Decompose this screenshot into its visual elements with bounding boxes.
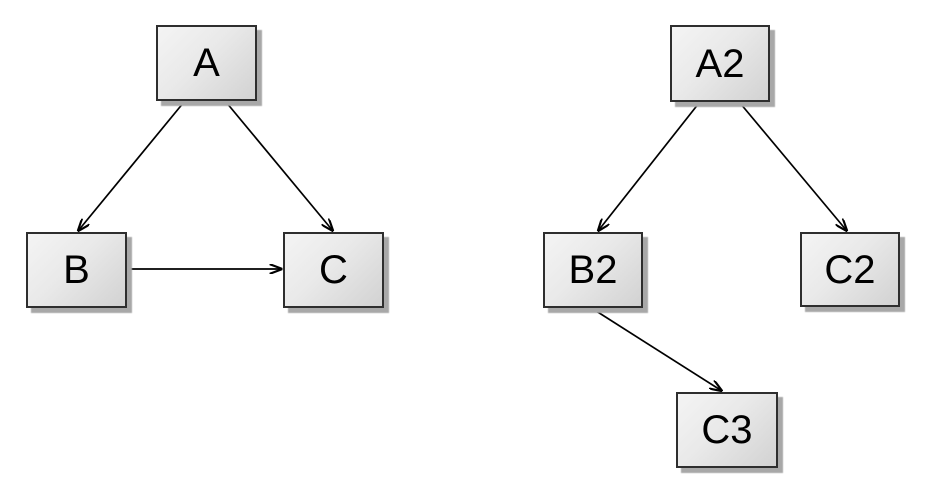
node-label: B <box>63 248 90 292</box>
node-C[interactable]: C <box>283 232 384 308</box>
node-label: A <box>193 41 220 85</box>
node-A2[interactable]: A2 <box>670 25 770 102</box>
node-label: B2 <box>568 248 618 292</box>
node-label: A2 <box>695 41 745 86</box>
edge-A2-B2[interactable] <box>598 102 700 231</box>
node-B[interactable]: B <box>26 232 127 308</box>
node-C2[interactable]: C2 <box>800 232 900 307</box>
node-label: C <box>319 248 348 292</box>
node-label: C3 <box>701 408 753 452</box>
node-B2[interactable]: B2 <box>543 232 643 308</box>
node-A[interactable]: A <box>156 25 257 101</box>
node-C3[interactable]: C3 <box>676 392 778 468</box>
edge-A2-C2[interactable] <box>739 102 847 231</box>
node-label: C2 <box>824 247 876 292</box>
edge-A-B[interactable] <box>78 101 185 231</box>
edge-A-C[interactable] <box>225 101 333 231</box>
edge-B2-C3[interactable] <box>592 308 722 391</box>
edge-group <box>78 101 847 391</box>
